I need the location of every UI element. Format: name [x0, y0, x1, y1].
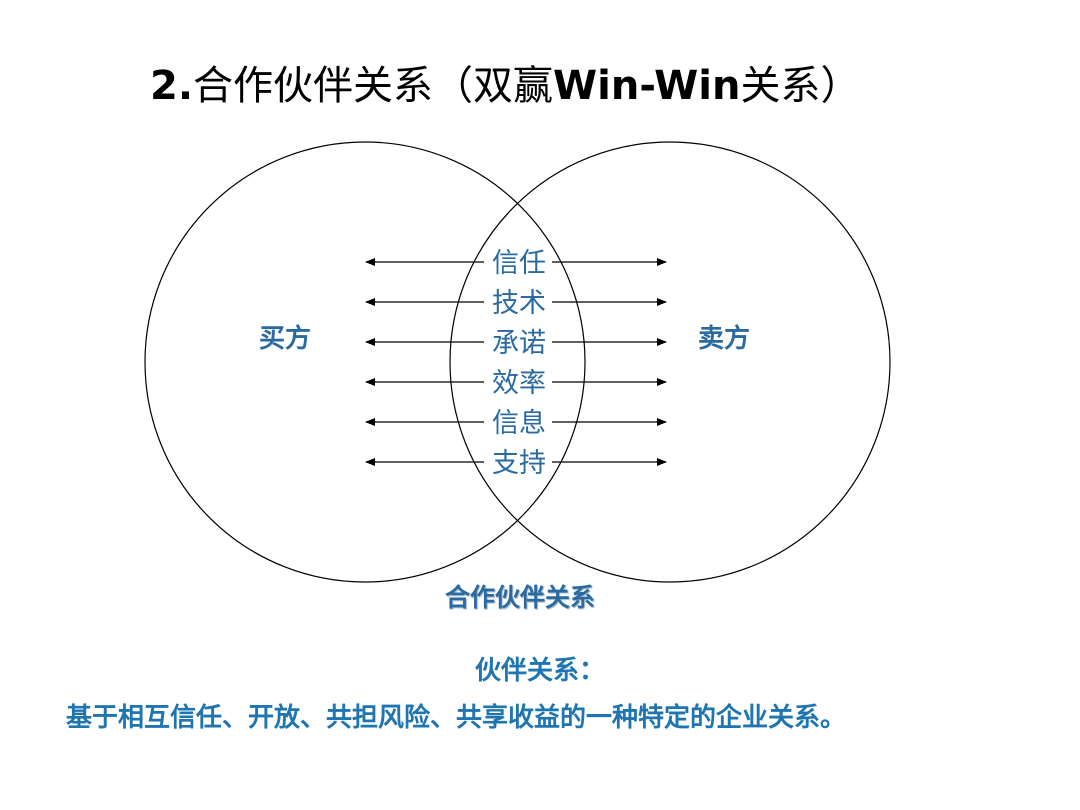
center-term: 信息	[492, 408, 546, 439]
title-prefix: 2.	[150, 63, 194, 109]
definition-body: 基于相互信任、开放、共担风险、共享收益的一种特定的企业关系。	[66, 703, 847, 733]
arrow-group	[365, 258, 667, 466]
page-title: 2.合作伙伴关系（双赢Win-Win关系）	[150, 62, 860, 110]
seller-circle	[449, 141, 891, 583]
center-term: 支持	[492, 448, 546, 479]
center-term: 效率	[492, 368, 546, 399]
title-emphasis: Win-Win	[553, 63, 741, 109]
buyer-circle	[144, 141, 586, 583]
title-main: 合作伙伴关系（双赢	[193, 63, 554, 109]
center-term: 技术	[492, 288, 546, 319]
center-term: 承诺	[492, 328, 546, 359]
title-suffix: 关系）	[740, 63, 861, 109]
diagram-caption: 合作伙伴关系	[444, 583, 595, 612]
center-term: 信任	[492, 248, 546, 279]
buyer-label: 买方	[259, 323, 311, 354]
definition-heading: 伙伴关系：	[474, 656, 605, 686]
seller-label: 卖方	[698, 323, 750, 354]
